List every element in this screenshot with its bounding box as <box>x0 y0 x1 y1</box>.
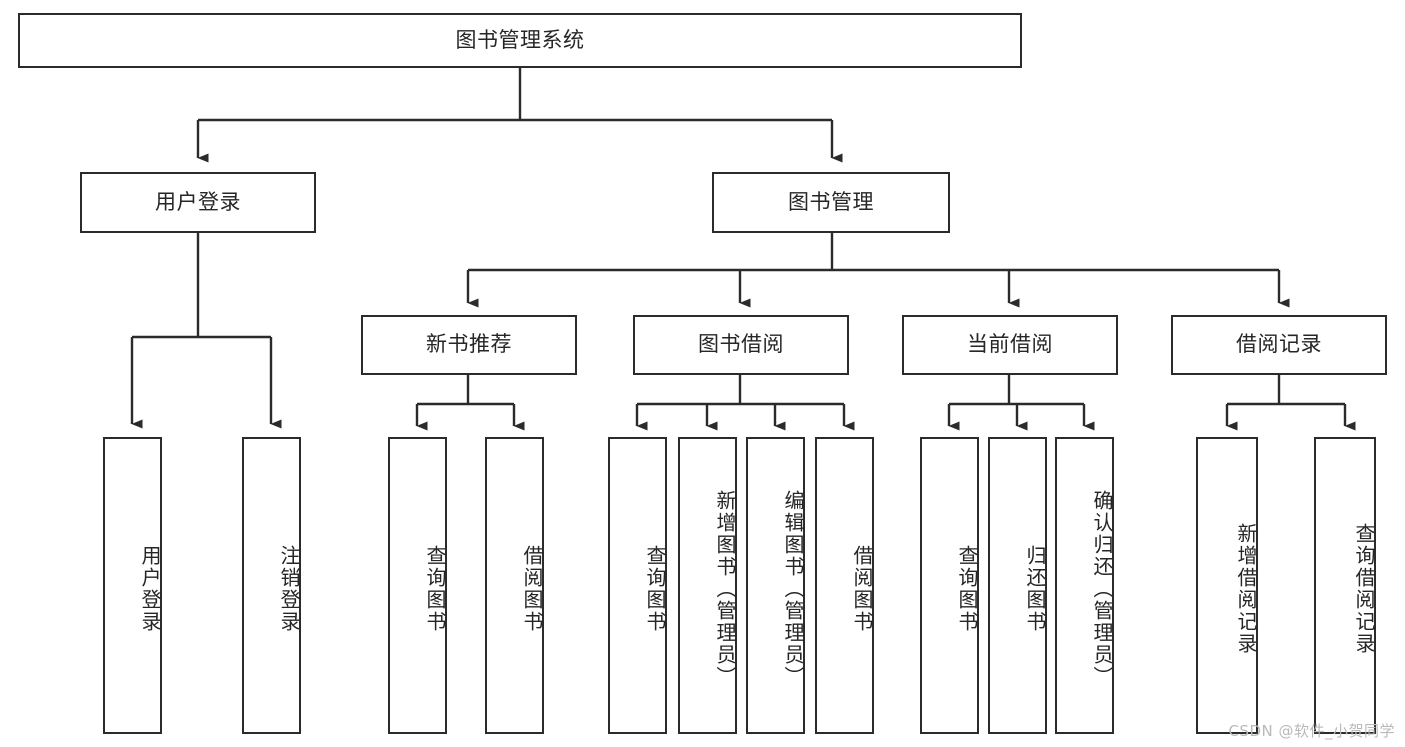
node-book-borrow[interactable]: 图书借阅 <box>633 315 849 375</box>
node-new-book-recommend[interactable]: 新书推荐 <box>361 315 577 375</box>
node-label: 查询图书 <box>955 544 979 633</box>
node-label: 新书推荐 <box>426 332 512 357</box>
node-leaf-add-borrow-record[interactable]: 新增借阅记录 <box>1196 437 1258 734</box>
node-label: 借阅记录 <box>1236 332 1322 357</box>
node-leaf-query-book-recommend[interactable]: 查询图书 <box>388 437 447 734</box>
node-leaf-edit-book[interactable]: 编辑图书（管理员） <box>746 437 805 734</box>
node-label: 确认归还（管理员） <box>1090 489 1114 688</box>
node-label: 查询图书 <box>643 544 667 633</box>
node-label: 当前借阅 <box>967 332 1053 357</box>
node-label: 用户登录 <box>138 544 162 633</box>
node-root-book-management-system[interactable]: 图书管理系统 <box>18 13 1022 68</box>
csdn-watermark: CSDN @软件_小贺同学 <box>1228 722 1395 740</box>
node-label: 图书管理 <box>788 189 874 214</box>
node-leaf-borrow-book[interactable]: 借阅图书 <box>815 437 874 734</box>
node-label: 查询借阅记录 <box>1352 522 1376 655</box>
node-label: 图书管理系统 <box>455 27 585 52</box>
node-leaf-add-book[interactable]: 新增图书（管理员） <box>678 437 737 734</box>
node-leaf-return-book[interactable]: 归还图书 <box>988 437 1047 734</box>
node-label: 新增借阅记录 <box>1234 522 1258 655</box>
node-book-management[interactable]: 图书管理 <box>712 172 950 233</box>
node-leaf-logout-login[interactable]: 注销登录 <box>242 437 301 734</box>
node-current-borrow[interactable]: 当前借阅 <box>902 315 1118 375</box>
node-label: 归还图书 <box>1023 544 1047 633</box>
node-label: 查询图书 <box>423 544 447 633</box>
node-leaf-borrow-book-recommend[interactable]: 借阅图书 <box>485 437 544 734</box>
node-label: 借阅图书 <box>850 544 874 633</box>
node-label: 新增图书（管理员） <box>713 489 737 688</box>
node-user-login[interactable]: 用户登录 <box>80 172 316 233</box>
node-leaf-user-login[interactable]: 用户登录 <box>103 437 162 734</box>
node-label: 用户登录 <box>155 189 241 214</box>
node-label: 图书借阅 <box>698 332 784 357</box>
node-leaf-confirm-return[interactable]: 确认归还（管理员） <box>1055 437 1114 734</box>
node-label: 注销登录 <box>277 544 301 633</box>
node-borrow-record[interactable]: 借阅记录 <box>1171 315 1387 375</box>
node-leaf-query-book-current[interactable]: 查询图书 <box>920 437 979 734</box>
node-leaf-query-book-borrow[interactable]: 查询图书 <box>608 437 667 734</box>
node-label: 借阅图书 <box>520 544 544 633</box>
node-label: 编辑图书（管理员） <box>781 489 805 688</box>
node-leaf-query-borrow-record[interactable]: 查询借阅记录 <box>1314 437 1376 734</box>
